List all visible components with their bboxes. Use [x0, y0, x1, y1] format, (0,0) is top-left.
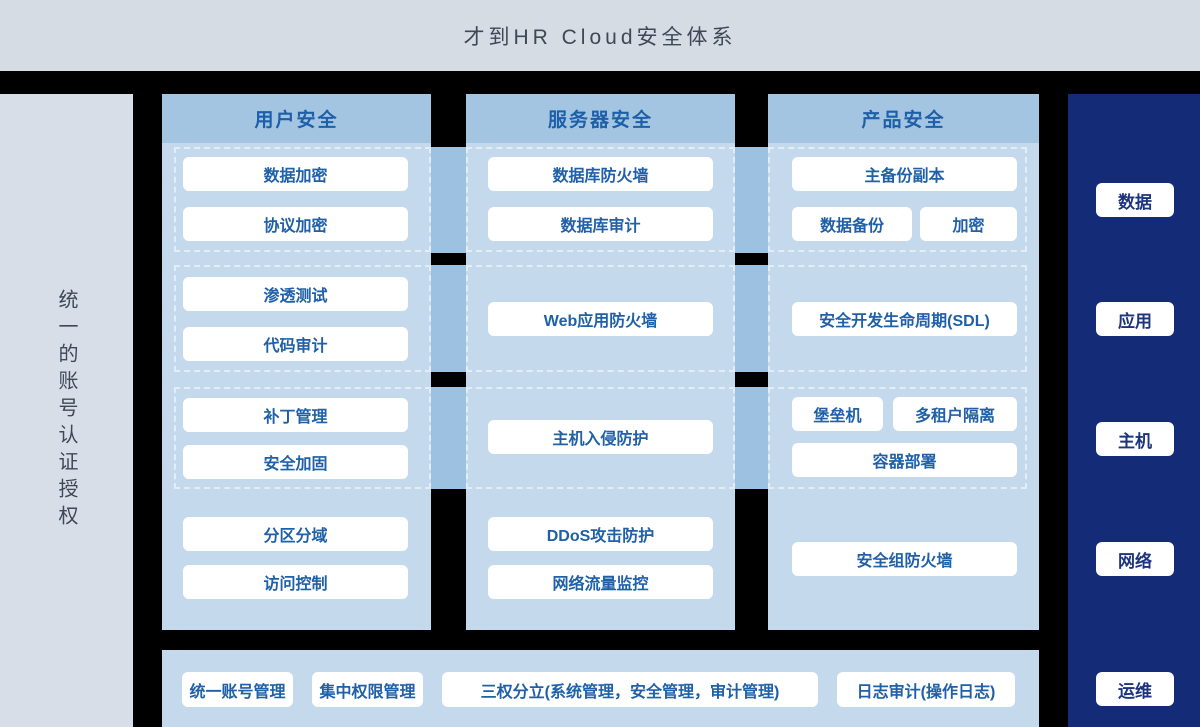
connector	[735, 387, 768, 489]
chip-log-audit: 日志审计(操作日志)	[837, 672, 1015, 707]
chip-host-intrusion-prevention: 主机入侵防护	[488, 420, 713, 454]
column-server-security-header: 服务器安全	[466, 94, 735, 143]
group-outline	[466, 265, 735, 372]
column-product-security: 产品安全 主备份副本 数据备份 加密 安全开发生命周期(SDL) 堡垒机 多租户…	[768, 94, 1039, 630]
chip-data-backup: 数据备份	[792, 207, 912, 241]
group-outline	[466, 147, 735, 252]
connector	[431, 387, 466, 489]
connector	[735, 265, 768, 372]
page-header: 才到HR Cloud安全体系	[0, 0, 1200, 71]
group-outline	[466, 387, 735, 489]
group-outline	[768, 147, 1027, 252]
chip-zone-partition: 分区分域	[183, 517, 408, 551]
column-user-security-title: 用户安全	[254, 110, 339, 131]
layers-panel: 数据 应用 主机 网络 运维	[1068, 94, 1200, 727]
chip-data-encryption: 数据加密	[183, 157, 408, 191]
column-server-security: 服务器安全 数据库防火墙 数据库审计 Web应用防火墙 主机入侵防护 DDoS攻…	[466, 94, 735, 630]
column-user-security: 用户安全 数据加密 协议加密 渗透测试 代码审计 补丁管理 安全加固 分区分域 …	[162, 94, 431, 630]
layer-data: 数据	[1096, 183, 1174, 217]
governance-bar: 统一账号管理 集中权限管理 三权分立(系统管理，安全管理，审计管理) 日志审计(…	[162, 650, 1039, 727]
column-server-security-title: 服务器安全	[547, 110, 653, 131]
connector	[431, 265, 466, 372]
group-outline	[174, 147, 431, 252]
chip-encryption: 加密	[920, 207, 1017, 241]
layer-application: 应用	[1096, 302, 1174, 336]
chip-primary-backup-replica: 主备份副本	[792, 157, 1017, 191]
chip-multi-tenant-isolation: 多租户隔离	[893, 397, 1017, 431]
layer-network: 网络	[1096, 542, 1174, 576]
chip-database-firewall: 数据库防火墙	[488, 157, 713, 191]
chip-security-hardening: 安全加固	[183, 445, 408, 479]
group-outline	[174, 265, 431, 372]
chip-bastion-host: 堡垒机	[792, 397, 883, 431]
chip-container-deployment: 容器部署	[792, 443, 1017, 477]
chip-access-control: 访问控制	[183, 565, 408, 599]
chip-penetration-testing: 渗透测试	[183, 277, 408, 311]
chip-unified-account-management: 统一账号管理	[182, 672, 293, 707]
group-outline	[174, 387, 431, 489]
column-product-security-header: 产品安全	[768, 94, 1039, 143]
connector	[735, 147, 768, 253]
page-title: 才到HR Cloud安全体系	[463, 25, 737, 49]
chip-security-group-firewall: 安全组防火墙	[792, 542, 1017, 576]
unified-auth-panel: 统一的账号认证授权	[0, 94, 133, 727]
layer-host: 主机	[1096, 422, 1174, 456]
chip-separation-of-three-powers: 三权分立(系统管理，安全管理，审计管理)	[442, 672, 818, 707]
column-product-security-title: 产品安全	[861, 110, 946, 131]
connector	[431, 147, 466, 253]
group-outline	[768, 265, 1027, 372]
chip-database-audit: 数据库审计	[488, 207, 713, 241]
chip-network-traffic-monitoring: 网络流量监控	[488, 565, 713, 599]
chip-sdl: 安全开发生命周期(SDL)	[792, 302, 1017, 336]
unified-auth-label: 统一的账号认证授权	[55, 289, 77, 532]
chip-code-audit: 代码审计	[183, 327, 408, 361]
chip-patch-management: 补丁管理	[183, 398, 408, 432]
chip-ddos-protection: DDoS攻击防护	[488, 517, 713, 551]
column-user-security-header: 用户安全	[162, 94, 431, 143]
chip-centralized-permission-management: 集中权限管理	[312, 672, 423, 707]
layer-operations: 运维	[1096, 672, 1174, 706]
chip-protocol-encryption: 协议加密	[183, 207, 408, 241]
chip-web-application-firewall: Web应用防火墙	[488, 302, 713, 336]
group-outline	[768, 387, 1027, 489]
